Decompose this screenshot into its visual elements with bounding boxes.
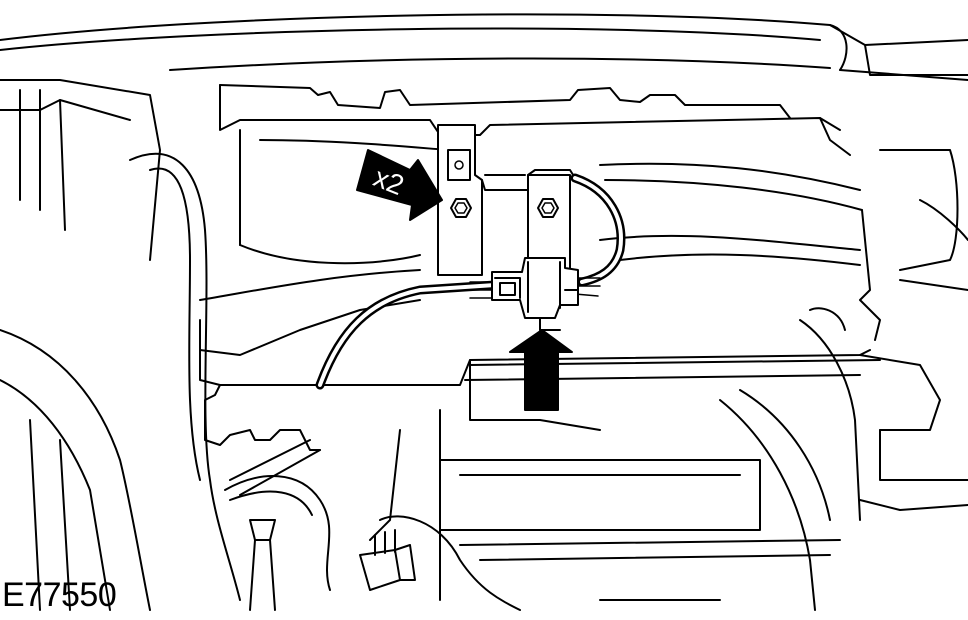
cluster-housing bbox=[199, 139, 941, 451]
nut-icon bbox=[450, 198, 472, 218]
right-components bbox=[799, 149, 968, 521]
wiring-harness bbox=[315, 173, 626, 390]
connector-icon bbox=[491, 257, 579, 331]
left-trim bbox=[0, 79, 241, 611]
lower-structure bbox=[369, 389, 841, 611]
callout-arrow: x2 bbox=[356, 149, 443, 221]
mounting-brackets bbox=[437, 124, 576, 276]
dashboard-top bbox=[0, 13, 968, 81]
figure-reference-code: E77550 bbox=[2, 576, 117, 614]
lower-wiring bbox=[224, 439, 521, 611]
arrow-icon bbox=[509, 329, 573, 411]
nut-icon bbox=[537, 198, 559, 218]
